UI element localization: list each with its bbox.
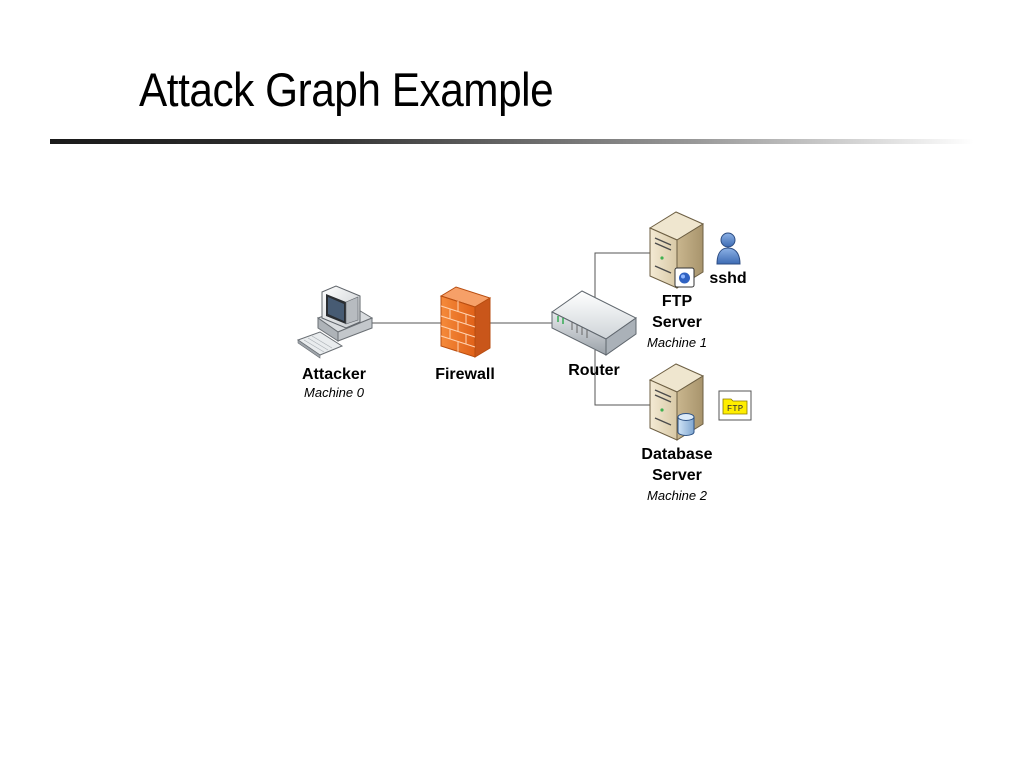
database-server-icon [648, 363, 705, 441]
firewall-label: Firewall [435, 366, 495, 383]
desktop-computer-icon [296, 285, 374, 359]
service-badge-icon [674, 267, 695, 288]
link-router-ftp-server [594, 252, 650, 300]
router-icon [551, 290, 637, 356]
attacker-label: Attacker [301, 366, 367, 383]
brick-firewall-icon [439, 286, 492, 358]
database-server-label-line2: Server [652, 467, 702, 484]
network-links [372, 252, 650, 406]
database-server-machine-label: Machine 2 [647, 488, 707, 503]
title-divider [50, 139, 974, 144]
database-server-label-line1: Database [641, 446, 713, 463]
ftp-server-machine-label: Machine 1 [647, 335, 707, 350]
ftp-server-label-line1: FTP [661, 293, 693, 310]
ftp-tag-label: FTP [727, 404, 743, 414]
slide-title: Attack Graph Example [139, 63, 554, 116]
ftp-folder-icon: FTP [718, 390, 752, 421]
attacker-machine-label: Machine 0 [304, 385, 364, 400]
ftp-server-label-line2: Server [652, 314, 702, 331]
tower-server-icon [648, 211, 705, 289]
user-icon [716, 232, 741, 265]
sshd-label: sshd [709, 270, 747, 287]
router-label: Router [568, 362, 620, 379]
link-router-database-server [594, 350, 650, 406]
